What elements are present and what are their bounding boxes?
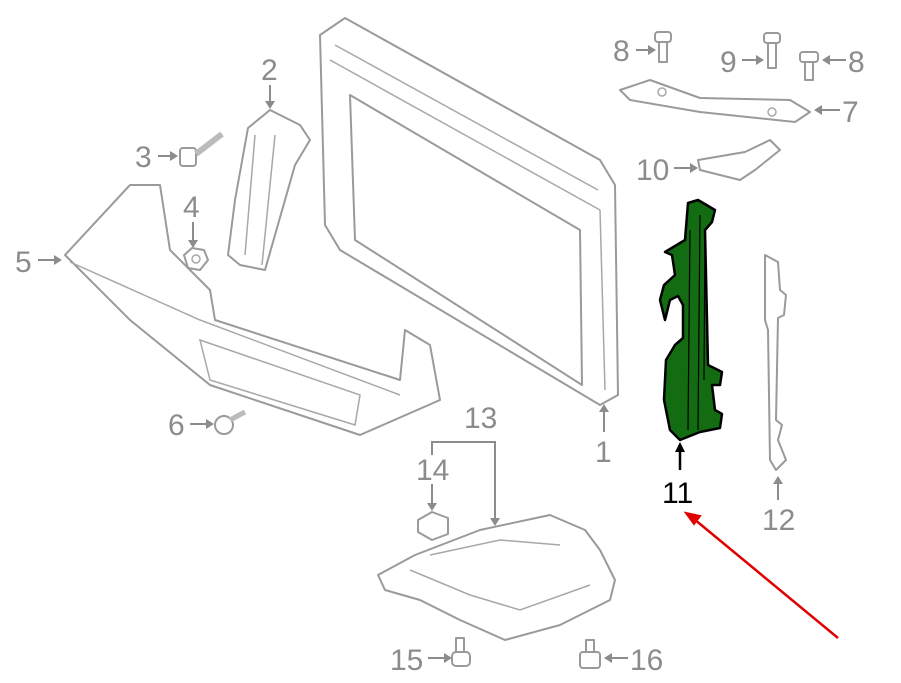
part-14-clip-nut[interactable] [417, 511, 449, 541]
red-pointer-arrow [683, 511, 839, 639]
part-1-radiator-support[interactable] [319, 17, 619, 406]
part-9-screw[interactable] [763, 32, 781, 69]
label-1: 1 [595, 436, 612, 469]
part-3-bolt[interactable] [179, 131, 224, 167]
label-3: 3 [135, 141, 152, 174]
leader-lines [38, 45, 846, 663]
part-13-underbody-shield[interactable] [377, 514, 616, 641]
label-11: 11 [662, 477, 693, 510]
label-14: 14 [416, 454, 449, 487]
part-7-bracket[interactable] [619, 79, 811, 123]
label-15: 15 [390, 644, 423, 677]
label-13: 13 [464, 402, 497, 435]
label-6: 6 [168, 409, 185, 442]
part-16-bolt[interactable] [579, 639, 601, 669]
part-2-bracket[interactable] [227, 109, 311, 271]
part-5-bumper-carrier[interactable] [64, 184, 441, 436]
label-9: 9 [720, 46, 737, 79]
label-7: 7 [842, 96, 859, 129]
part-8-screw-left[interactable] [654, 31, 672, 63]
part-8-screw-right[interactable] [799, 51, 819, 81]
label-8-left: 8 [613, 35, 630, 68]
label-10: 10 [636, 154, 669, 187]
label-16: 16 [630, 644, 663, 677]
label-8-right: 8 [848, 46, 865, 79]
part-12-seal[interactable] [764, 254, 787, 471]
part-labels: 8 9 8 7 10 2 3 4 5 6 13 14 1 11 12 15 16 [15, 35, 865, 677]
part-6-clip[interactable] [214, 409, 247, 435]
part-10-bracket[interactable] [697, 139, 781, 181]
label-4: 4 [183, 191, 200, 224]
label-12: 12 [762, 504, 795, 537]
label-2: 2 [261, 54, 278, 87]
part-11-air-guide[interactable] [658, 198, 724, 442]
part-15-bolt[interactable] [451, 637, 471, 667]
label-5: 5 [15, 246, 32, 279]
